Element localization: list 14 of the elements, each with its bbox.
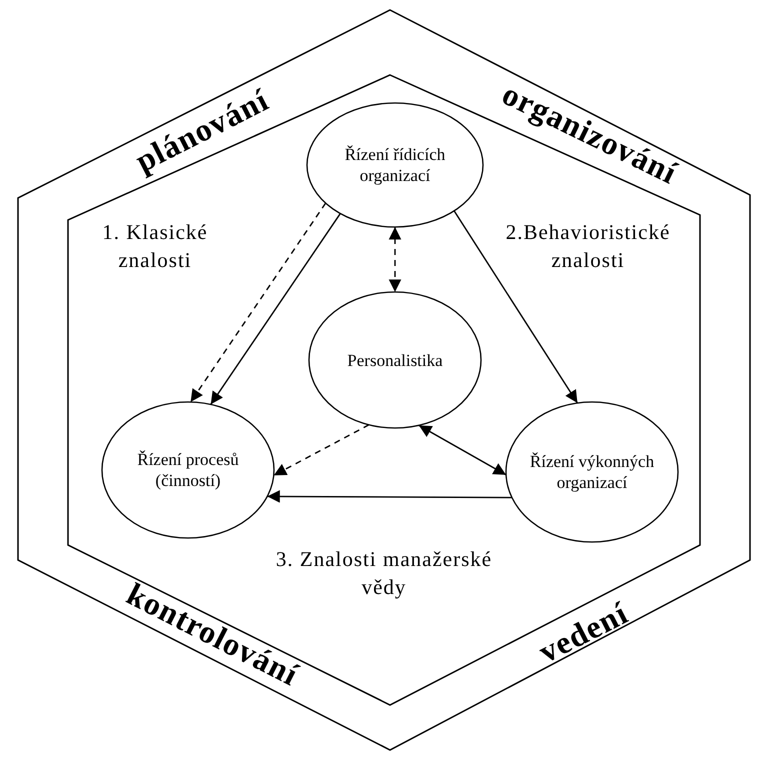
area-label: 3. Znalosti manažerské vědy (276, 546, 494, 599)
arrow (210, 213, 341, 405)
node-label: Řízení výkonných organizací (528, 451, 656, 493)
arrow (454, 210, 578, 404)
arrow (388, 227, 402, 292)
arrow (190, 202, 326, 402)
node-label: Řízení procesů (činností) (136, 449, 240, 491)
area-label: 1. Klasické znalosti (101, 219, 209, 274)
arrow (267, 490, 512, 503)
arrow (418, 424, 506, 476)
node-label: Personalistika (346, 350, 444, 370)
arrow (273, 424, 370, 476)
node-label: Řízení řídicích organizací (344, 144, 446, 186)
area-label: 2.Behavioristické znalosti (504, 219, 672, 274)
